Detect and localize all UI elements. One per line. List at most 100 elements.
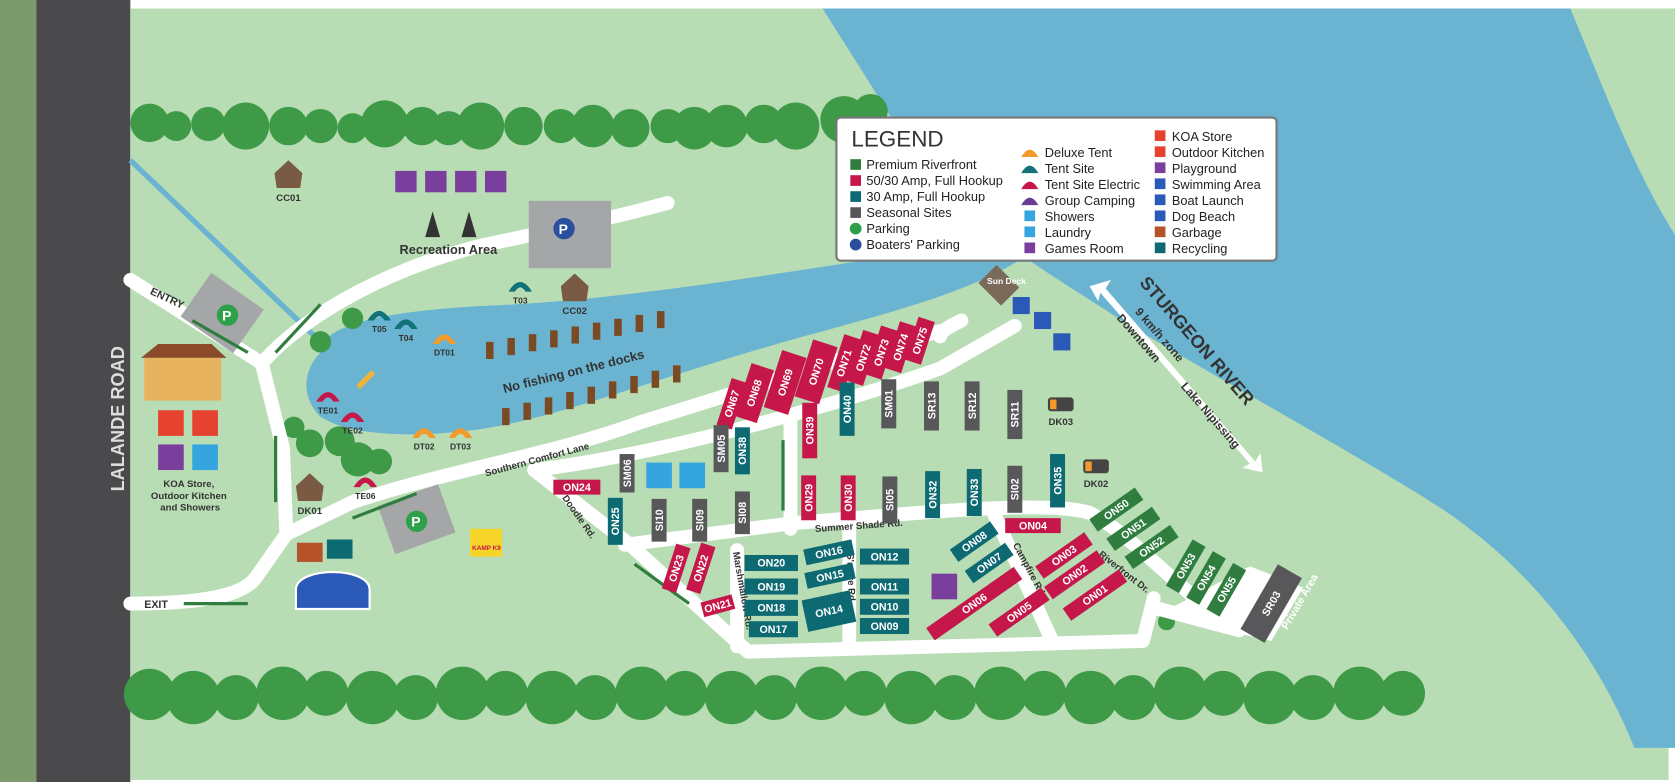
site-label: ON39: [804, 417, 816, 445]
campsite-on29[interactable]: ON29: [801, 475, 817, 521]
lalande-road-label: LALANDE ROAD: [108, 346, 128, 491]
campsite-sm05[interactable]: SM05: [713, 425, 729, 473]
campsite-on14[interactable]: ON14: [801, 590, 857, 632]
campsite-si09[interactable]: SI09: [692, 498, 708, 542]
campsite-on20[interactable]: ON20: [744, 554, 798, 572]
tent-site-te02[interactable]: TE02: [340, 412, 365, 436]
site-pad: [839, 382, 855, 436]
campsite-sm06[interactable]: SM06: [619, 454, 635, 493]
site-pad: [692, 498, 708, 542]
site-pad: [884, 321, 917, 374]
campsite-si08[interactable]: SI08: [734, 491, 750, 535]
campsite-on68[interactable]: ON68: [734, 363, 774, 424]
koa-store-building: [141, 343, 227, 401]
campsite-si02[interactable]: SI02: [1007, 465, 1023, 513]
dock: [630, 376, 638, 394]
campsite-on38[interactable]: ON38: [734, 427, 750, 475]
legend-item-seasonal: Seasonal Sites: [850, 205, 952, 220]
site-pad: [744, 578, 798, 595]
campsite-on70[interactable]: ON70: [794, 339, 838, 405]
tent-site-t04[interactable]: T04: [394, 319, 418, 343]
legend-label: Group Camping: [1045, 193, 1135, 208]
dock: [672, 365, 681, 383]
campsite-on33[interactable]: ON33: [966, 468, 982, 516]
campsite-on25[interactable]: ON25: [607, 497, 623, 545]
campsite-on24[interactable]: ON24: [553, 479, 601, 495]
campsite-on11[interactable]: ON11: [859, 578, 910, 595]
tree: [256, 666, 310, 721]
campsite-sm01[interactable]: SM01: [881, 379, 897, 429]
seasonal-swatch: [850, 207, 862, 218]
campsite-on69[interactable]: ON69: [763, 350, 807, 415]
legend-item-amp50: 50/30 Amp, Full Hookup: [850, 173, 1003, 188]
site-label: SM01: [884, 390, 896, 418]
campsite-sr03[interactable]: SR03: [1240, 564, 1302, 643]
campsite-on18[interactable]: ON18: [744, 599, 798, 616]
campsite-on17[interactable]: ON17: [748, 621, 798, 638]
tent-site-te06[interactable]: TE06: [353, 477, 378, 501]
campsite-si10[interactable]: SI10: [651, 498, 667, 542]
site-label: ON09: [871, 621, 899, 633]
trailer-label: DK02: [1084, 479, 1109, 490]
tent-icon: [1021, 165, 1039, 174]
campsite-on12[interactable]: ON12: [859, 548, 910, 565]
campsite-on19[interactable]: ON19: [744, 578, 798, 595]
tent-site-te01[interactable]: TE01: [316, 392, 340, 415]
tent-tent-icon: [508, 282, 532, 292]
campsite-on15[interactable]: ON15: [804, 562, 856, 589]
roads: [123, 196, 1247, 659]
legend-item: Boat Launch: [1154, 193, 1244, 208]
trailer-dk03[interactable]: DK03: [1047, 397, 1074, 428]
cabin-cc02[interactable]: CC02: [560, 273, 589, 317]
tree: [303, 108, 338, 144]
tent-site-t03[interactable]: T03: [508, 282, 532, 305]
cabin-label: CC01: [276, 193, 301, 204]
campsite-sr11[interactable]: SR11: [1007, 389, 1023, 440]
svg-text:P: P: [222, 307, 231, 323]
cabin-icon: [274, 160, 303, 189]
tree: [1153, 666, 1208, 721]
legend-label: KOA Store: [1172, 129, 1232, 144]
kamp-k9-sign: [470, 528, 503, 557]
campsite-on73[interactable]: ON73: [865, 325, 898, 380]
campsite-on16[interactable]: ON16: [803, 539, 855, 566]
campsite-on75[interactable]: ON75: [904, 316, 935, 365]
campsite-si05[interactable]: SI05: [882, 476, 898, 524]
campsite-on32[interactable]: ON32: [925, 471, 941, 519]
trailer-dk02[interactable]: DK02: [1083, 459, 1109, 490]
campsite-on04[interactable]: ON04: [1005, 518, 1061, 534]
campsite-on71[interactable]: ON71: [827, 334, 861, 393]
campsite-on40[interactable]: ON40: [839, 382, 855, 436]
cabin-dk01[interactable]: DK01: [295, 473, 324, 517]
campsite-on39[interactable]: ON39: [802, 402, 818, 459]
tent-site-dt03[interactable]: DT03: [448, 428, 473, 452]
tree: [341, 307, 364, 330]
cabin-cc01[interactable]: CC01: [274, 160, 303, 204]
site-pad: [803, 539, 855, 566]
legend-label: Tent Site Electric: [1045, 177, 1141, 192]
campsite-on35[interactable]: ON35: [1050, 454, 1066, 508]
legend-item: Garbage: [1154, 225, 1222, 240]
campsite-sr12[interactable]: SR12: [964, 381, 980, 431]
site-pad: [734, 427, 750, 475]
site-label: ON38: [737, 437, 749, 465]
tent-site-t05[interactable]: T05: [367, 310, 391, 334]
site-label: SI08: [737, 502, 749, 524]
swimming-icon: [1154, 178, 1166, 190]
tree: [346, 670, 400, 725]
site-pad: [553, 479, 601, 495]
campsite-on30[interactable]: ON30: [840, 475, 856, 521]
campsite-on21[interactable]: ON21: [700, 594, 736, 618]
campsite-on09[interactable]: ON09: [859, 618, 910, 635]
tent-site-dt02[interactable]: DT02: [412, 428, 436, 452]
site-pad: [1007, 465, 1023, 513]
storage-dome: [294, 571, 371, 611]
campsite-on10[interactable]: ON10: [859, 598, 910, 615]
tree: [752, 675, 797, 721]
tent-site-dt01[interactable]: DT01: [432, 334, 457, 358]
tree: [974, 666, 1028, 721]
campsite-sr13[interactable]: SR13: [924, 381, 939, 431]
tree: [283, 416, 305, 439]
